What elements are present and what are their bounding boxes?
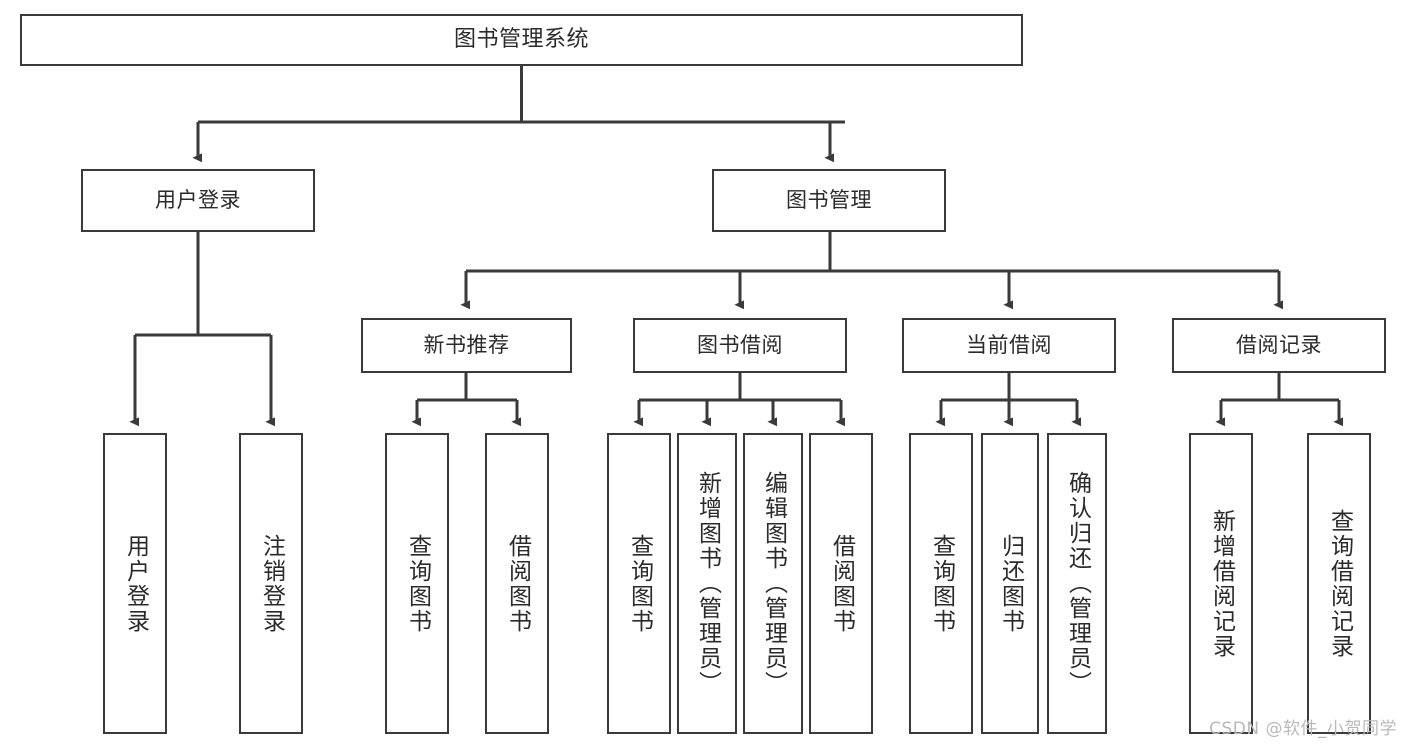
node-label: 新书推荐 (423, 333, 510, 358)
node-label: 图书借阅 (697, 333, 783, 358)
leaf-current-confirm-return-admin[interactable]: 确认归还（管理员） (1047, 433, 1107, 734)
leaf-user-login-login[interactable]: 用户登录 (103, 433, 167, 734)
leaf-current-return-book[interactable]: 归还图书 (981, 433, 1039, 734)
watermark-text: CSDN @软件_小贺同学 (1209, 719, 1397, 739)
leaf-current-query-book[interactable]: 查询图书 (909, 433, 973, 734)
leaf-borrow-edit-book-admin[interactable]: 编辑图书（管理员） (743, 433, 803, 734)
node-label: 归还图书 (997, 533, 1024, 634)
leaf-record-query-record[interactable]: 查询借阅记录 (1307, 433, 1371, 734)
leaf-borrow-borrow-book[interactable]: 借阅图书 (809, 433, 873, 734)
node-root-system[interactable]: 图书管理系统 (20, 14, 1023, 66)
node-label: 借阅图书 (504, 533, 531, 634)
node-new-book-recommend[interactable]: 新书推荐 (361, 318, 572, 373)
node-label: 图书管理系统 (453, 27, 589, 53)
node-label: 图书管理 (786, 188, 872, 213)
leaf-new-book-borrow-book[interactable]: 借阅图书 (485, 433, 549, 734)
node-label: 查询图书 (626, 533, 653, 634)
node-book-borrow[interactable]: 图书借阅 (633, 318, 847, 373)
node-borrow-record[interactable]: 借阅记录 (1172, 318, 1386, 373)
node-label: 借阅记录 (1236, 333, 1322, 358)
leaf-new-book-query-book[interactable]: 查询图书 (385, 433, 449, 734)
node-book-management[interactable]: 图书管理 (712, 169, 946, 232)
node-label: 当前借阅 (966, 333, 1052, 358)
node-current-borrow[interactable]: 当前借阅 (902, 318, 1116, 373)
leaf-user-login-logout[interactable]: 注销登录 (239, 433, 303, 734)
node-label: 查询图书 (404, 533, 431, 634)
node-label: 注销登录 (258, 533, 285, 634)
node-label: 用户登录 (155, 188, 241, 213)
node-label: 查询图书 (928, 533, 955, 634)
node-label: 新增借阅记录 (1208, 508, 1235, 659)
node-label: 新增图书（管理员） (694, 471, 721, 696)
leaf-record-add-record[interactable]: 新增借阅记录 (1189, 433, 1253, 734)
leaf-borrow-query-book[interactable]: 查询图书 (607, 433, 671, 734)
node-label: 确认归还（管理员） (1064, 471, 1091, 696)
leaf-borrow-add-book-admin[interactable]: 新增图书（管理员） (677, 433, 737, 734)
node-label: 用户登录 (122, 533, 149, 634)
node-label: 查询借阅记录 (1326, 508, 1353, 659)
node-user-login[interactable]: 用户登录 (81, 169, 315, 232)
node-label: 借阅图书 (828, 533, 855, 634)
node-label: 编辑图书（管理员） (760, 471, 787, 696)
